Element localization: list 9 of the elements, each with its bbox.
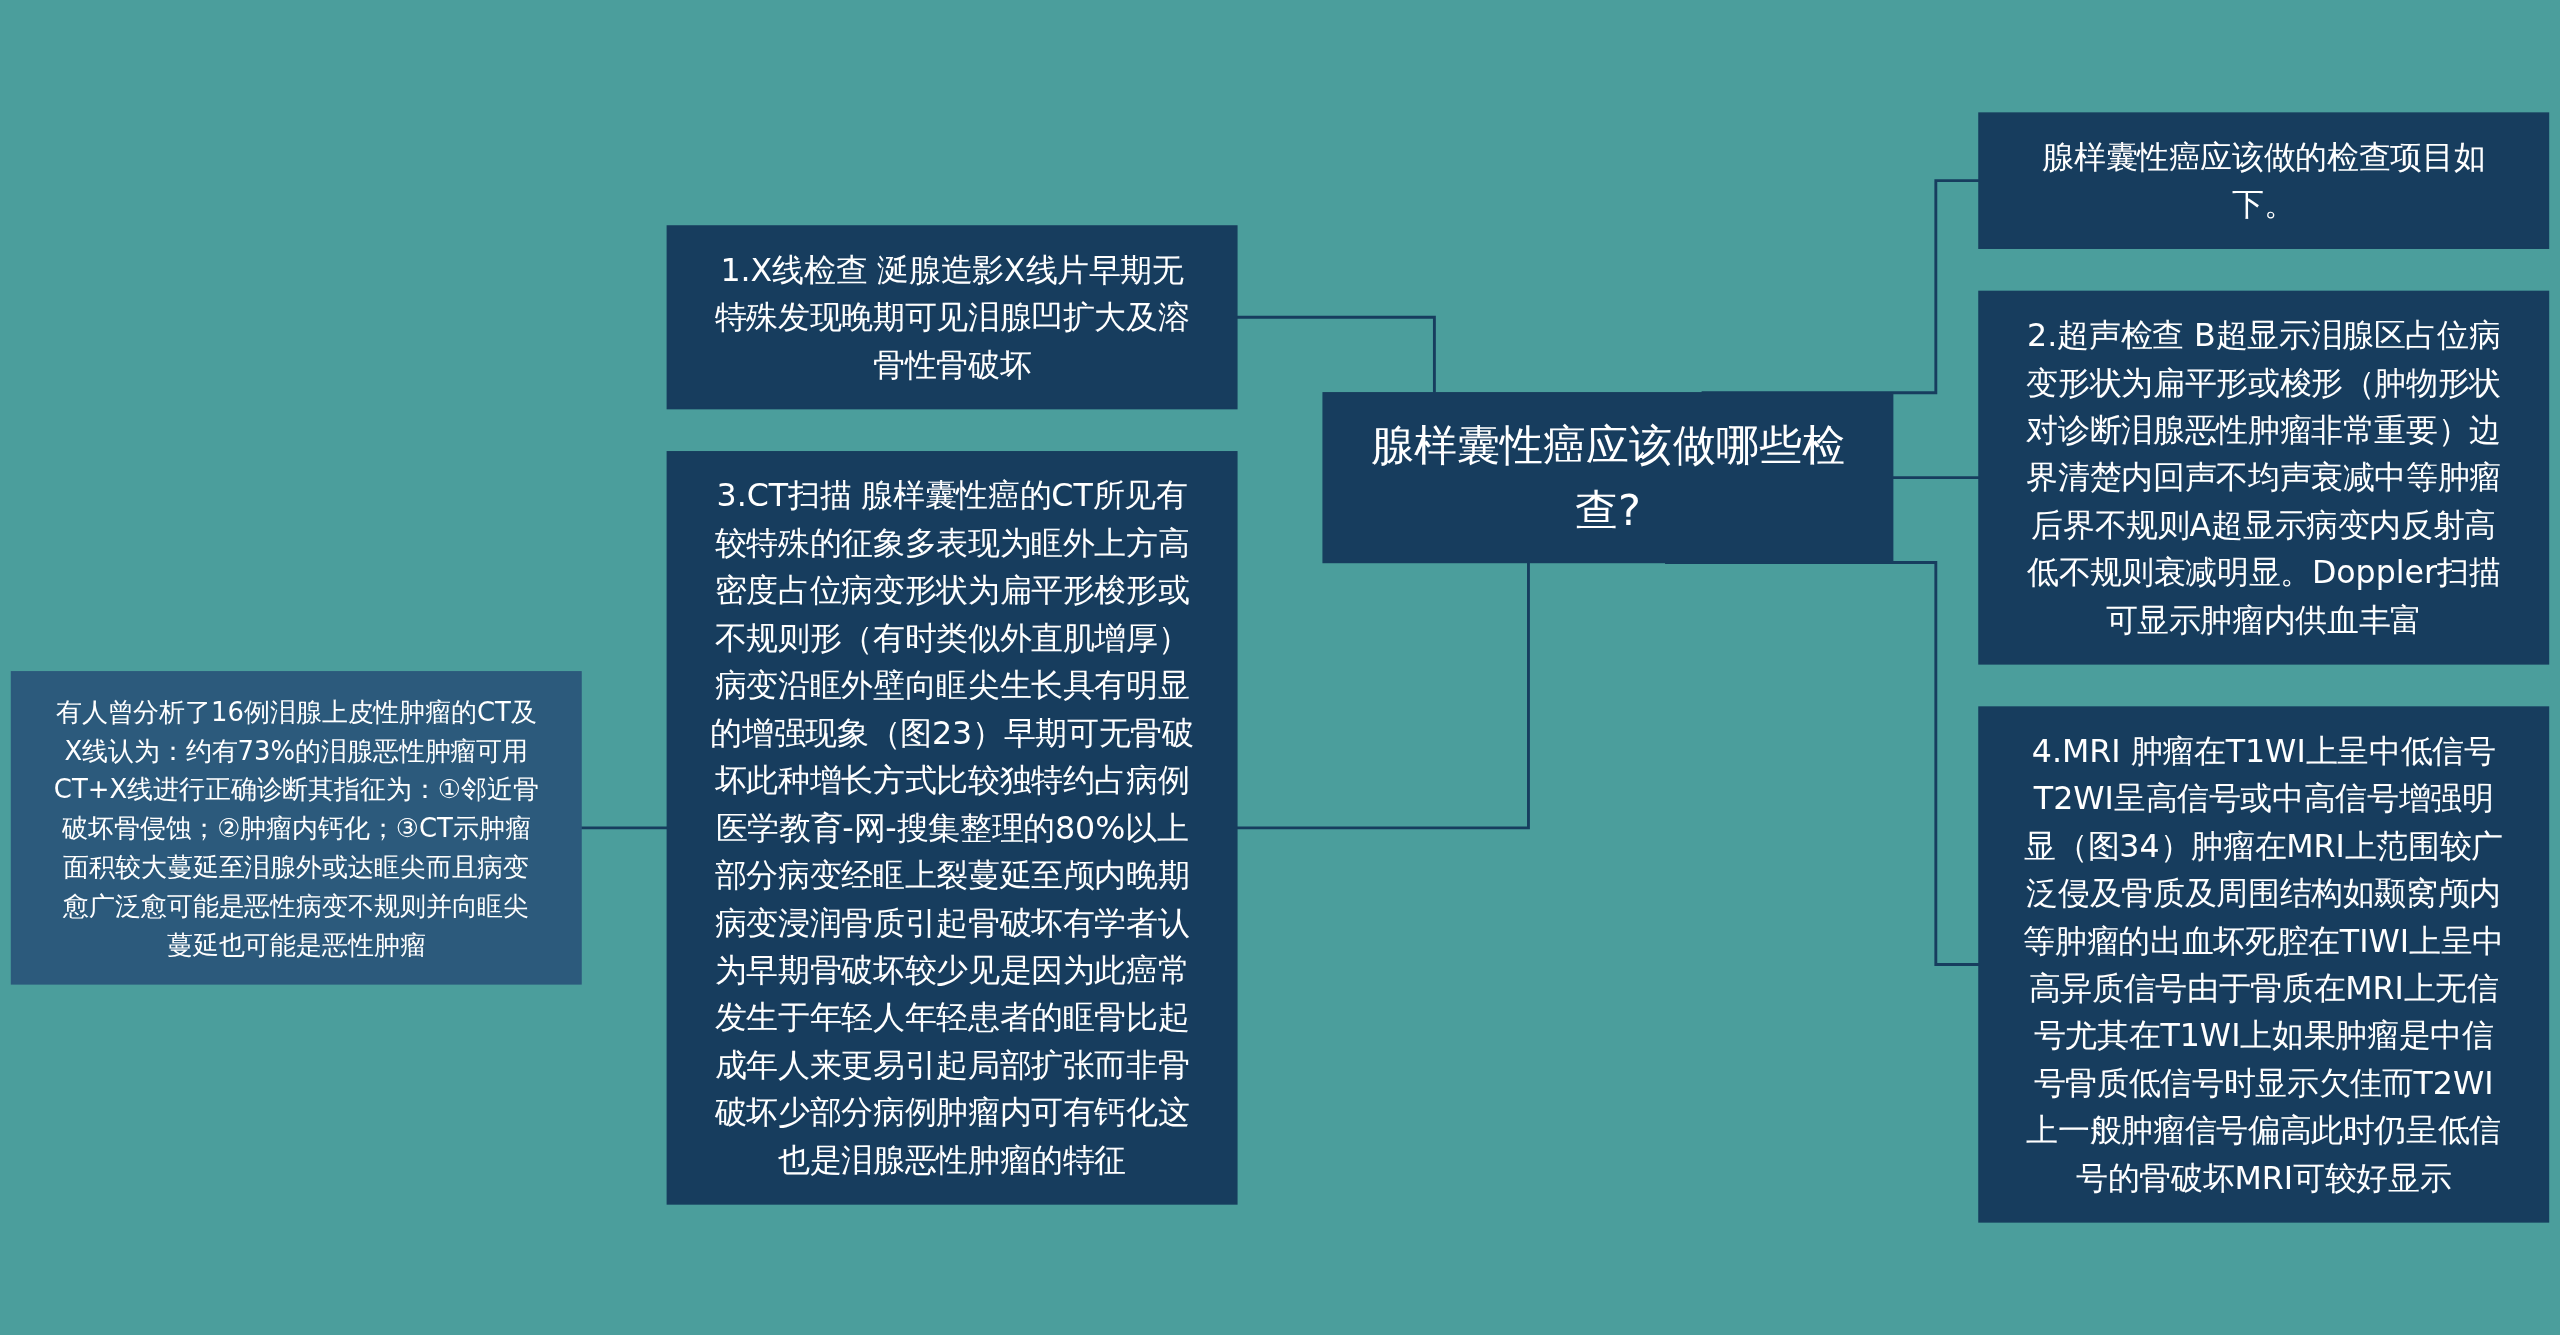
topic-box: 1.X线检查 涎腺造影X线片早期无特殊发现晚期可见泪腺凹扩大及溶骨性骨破坏 [666,225,1238,410]
topic-box: 2.超声检查 B超显示泪腺区占位病变形状为扁平形或梭形（肿物形状对诊断泪腺恶性肿瘤非常重要）边界清楚内回声不均声衰减中等肿瘤后界不规则A超显示病变内反射高低不规则衰减明显。Doppler扫描可显示肿瘤内供血丰富 [1978,290,2550,665]
connector-line [1236,562,1530,830]
topic-box: 4.MRI 肿瘤在T1WI上呈中低信号T2WI呈高信号或中高信号增强明显（图34）肿瘤在MRI上范围较广泛侵及骨质及周围结构如颞窝颅内等肿瘤的出血坏死腔在TIWI上呈中高异质信号由于骨质在MRI上无信号尤其在T1WI上如果肿瘤是中信号骨质低信号时显示欠佳而T2WI上一般肿瘤信号偏高此时仍呈低信号的骨破坏MRI可较好显示 [1978,706,2550,1223]
topic-box: 3.CT扫描 腺样囊性癌的CT所见有较特殊的征象多表现为眶外上方高密度占位病变形状为扁平形梭形或不规则形（有时类似外直肌增厚）病变沿眶外壁向眶尖生长具有明显的增强现象（图23）早期可无骨破坏此种增长方式比较独特约占病例医学教育-网-搜集整理的80%以上部分病变经眶上裂蔓延至颅内晚期病变浸润骨质引起骨破坏有学者认为早期骨破坏较少见是因为此癌常发生于年轻人年轻患者的眶骨比起成年人来更易引起局部扩张而非骨破坏少部分病例肿瘤内可有钙化这也是泪腺恶性肿瘤的特征 [666,451,1238,1205]
topic-box: 有人曾分析了16例泪腺上皮性肿瘤的CT及X线认为：约有73%的泪腺恶性肿瘤可用CT+X线进行正确诊断其指征为：①邻近骨破坏骨侵蚀；②肿瘤内钙化；③CT示肿瘤面积较大蔓延至泪腺外或达眶尖而且病变愈广泛愈可能是恶性病变不规则并向眶尖蔓延也可能是恶性肿瘤 [10,671,582,985]
connector-line [1236,315,1436,393]
topic-box: 腺样囊性癌应该做哪些检查? [1322,392,1894,564]
topic-box: 腺样囊性癌应该做的检查项目如下。 [1978,112,2550,249]
